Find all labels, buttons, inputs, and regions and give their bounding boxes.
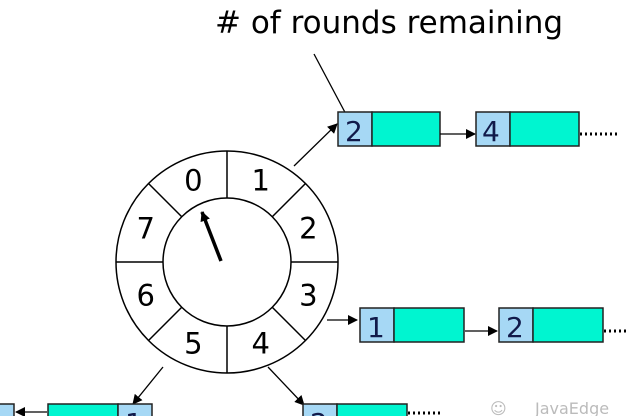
node-value-cell <box>47 403 119 416</box>
wheel-spoke <box>147 306 183 342</box>
wheel-spoke <box>271 182 307 218</box>
list-slot-5: 1 <box>0 403 153 416</box>
wheel-slot-6: 6 <box>136 279 154 313</box>
list-slot-4: 2 <box>302 403 442 416</box>
node-rounds: 1 <box>367 311 385 344</box>
node-key-cell <box>359 307 395 343</box>
wheel-spoke <box>271 306 307 342</box>
list-slot-3: 1 2 <box>359 307 628 344</box>
node-value-cell <box>371 111 441 147</box>
node-key-cell <box>0 403 15 416</box>
node-key-cell <box>117 403 153 416</box>
node-value-cell <box>532 307 604 343</box>
node-rounds: 4 <box>482 115 500 148</box>
wheel-pointer-hand <box>200 211 223 262</box>
wheel-inner-circle <box>162 197 292 327</box>
wheel-slot-7: 7 <box>136 211 154 245</box>
wheel-slot-2: 2 <box>299 211 317 245</box>
slot-1-arrow <box>293 123 338 167</box>
node-rounds: 2 <box>345 115 363 148</box>
node-rounds: 1 <box>125 407 143 416</box>
wheel-slot-0: 0 <box>184 164 202 198</box>
node-rounds: 2 <box>310 407 328 416</box>
list-slot-1: 2 4 <box>337 111 620 148</box>
node-value-cell <box>336 403 408 416</box>
node-value-cell <box>393 307 465 343</box>
node-key-cell <box>498 307 534 343</box>
watermark-text: JavaEdge <box>534 399 609 416</box>
annotation-leader-line <box>313 53 349 119</box>
wheel-slot-3: 3 <box>299 279 317 313</box>
slot-5-arrow <box>132 366 164 405</box>
node-value-cell <box>509 111 580 147</box>
slot-4-arrow <box>267 366 305 406</box>
wheel-slot-5: 5 <box>184 326 202 360</box>
wheel-slot-4: 4 <box>251 326 269 360</box>
wheel-slot-1: 1 <box>251 164 269 198</box>
node-key-cell <box>302 403 338 416</box>
wheel-spoke <box>147 182 183 218</box>
timing-wheel: 0 12 34 56 7 <box>115 150 339 374</box>
annotation-label: # of rounds remaining <box>215 5 563 41</box>
node-rounds: 2 <box>506 311 524 344</box>
watermark-icon: ☺ <box>490 399 507 416</box>
